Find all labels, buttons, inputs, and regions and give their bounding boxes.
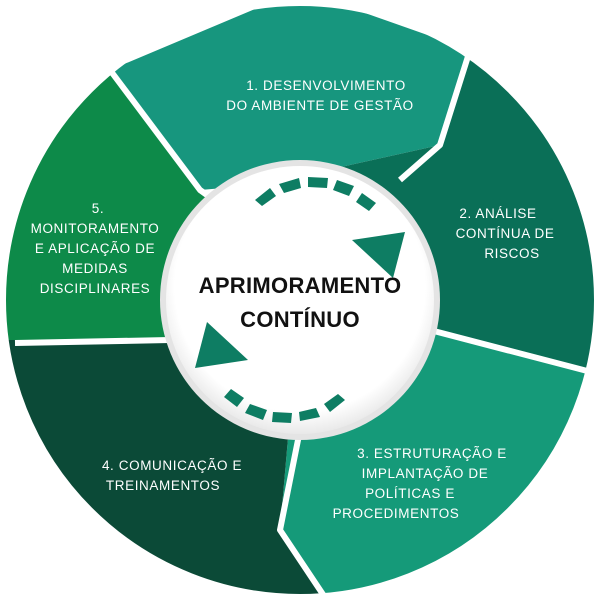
arrow-bottom bbox=[195, 322, 345, 423]
segment-5-label-line-5: DISCIPLINARES bbox=[40, 281, 151, 296]
label-segment-5: 5. MONITORAMENTO E APLICAÇÃO DE MEDIDAS … bbox=[31, 201, 160, 296]
segment-3-label-line-1: 3. ESTRUTURAÇÃO E bbox=[357, 446, 507, 461]
center-title-line-2: CONTÍNUO bbox=[240, 307, 360, 332]
segment-3-label-line-2: IMPLANTAÇÃO DE bbox=[362, 466, 489, 481]
segment-5-label-line-1: 5. bbox=[92, 201, 104, 216]
segment-3-label-line-4: PROCEDIMENTOS bbox=[333, 506, 460, 521]
label-segment-1: 1. DESENVOLVIMENTO DO AMBIENTE DE GESTÃO bbox=[226, 78, 413, 113]
segment-4-label-line-1: 4. COMUNICAÇÃO E bbox=[102, 458, 242, 473]
segment-2-label-line-3: RISCOS bbox=[484, 246, 539, 261]
segment-4-label-line-2: TREINAMENTOS bbox=[106, 478, 220, 493]
segment-3-label-line-3: POLÍTICAS E bbox=[365, 486, 455, 501]
label-segment-2: 2. ANÁLISE CONTÍNUA DE RISCOS bbox=[456, 206, 555, 261]
segment-5-label-line-2: MONITORAMENTO bbox=[31, 221, 160, 236]
outer-ring bbox=[2, 2, 598, 598]
arrow-bottom-head bbox=[195, 322, 248, 368]
center-title: APRIMORAMENTO CONTÍNUO bbox=[199, 273, 402, 332]
center-circle bbox=[166, 166, 434, 434]
center-title-line-1: APRIMORAMENTO bbox=[199, 273, 402, 298]
segment-2-label-line-1: 2. ANÁLISE bbox=[459, 206, 536, 221]
arrow-top-head bbox=[352, 232, 405, 278]
segment-5-label-line-4: MEDIDAS bbox=[62, 261, 128, 276]
segment-5-label-line-3: E APLICAÇÃO DE bbox=[35, 241, 155, 256]
label-segment-3: 3. ESTRUTURAÇÃO E IMPLANTAÇÃO DE POLÍTIC… bbox=[333, 446, 507, 521]
arrow-top bbox=[255, 177, 405, 278]
segment-1-label-line-1: 1. DESENVOLVIMENTO bbox=[246, 78, 406, 93]
segment-2-label-line-2: CONTÍNUA DE bbox=[456, 226, 555, 241]
segment-1-label-line-2: DO AMBIENTE DE GESTÃO bbox=[226, 98, 413, 113]
label-segment-4: 4. COMUNICAÇÃO E TREINAMENTOS bbox=[102, 458, 242, 493]
segment-1-desenvolvimento bbox=[110, 4, 470, 190]
